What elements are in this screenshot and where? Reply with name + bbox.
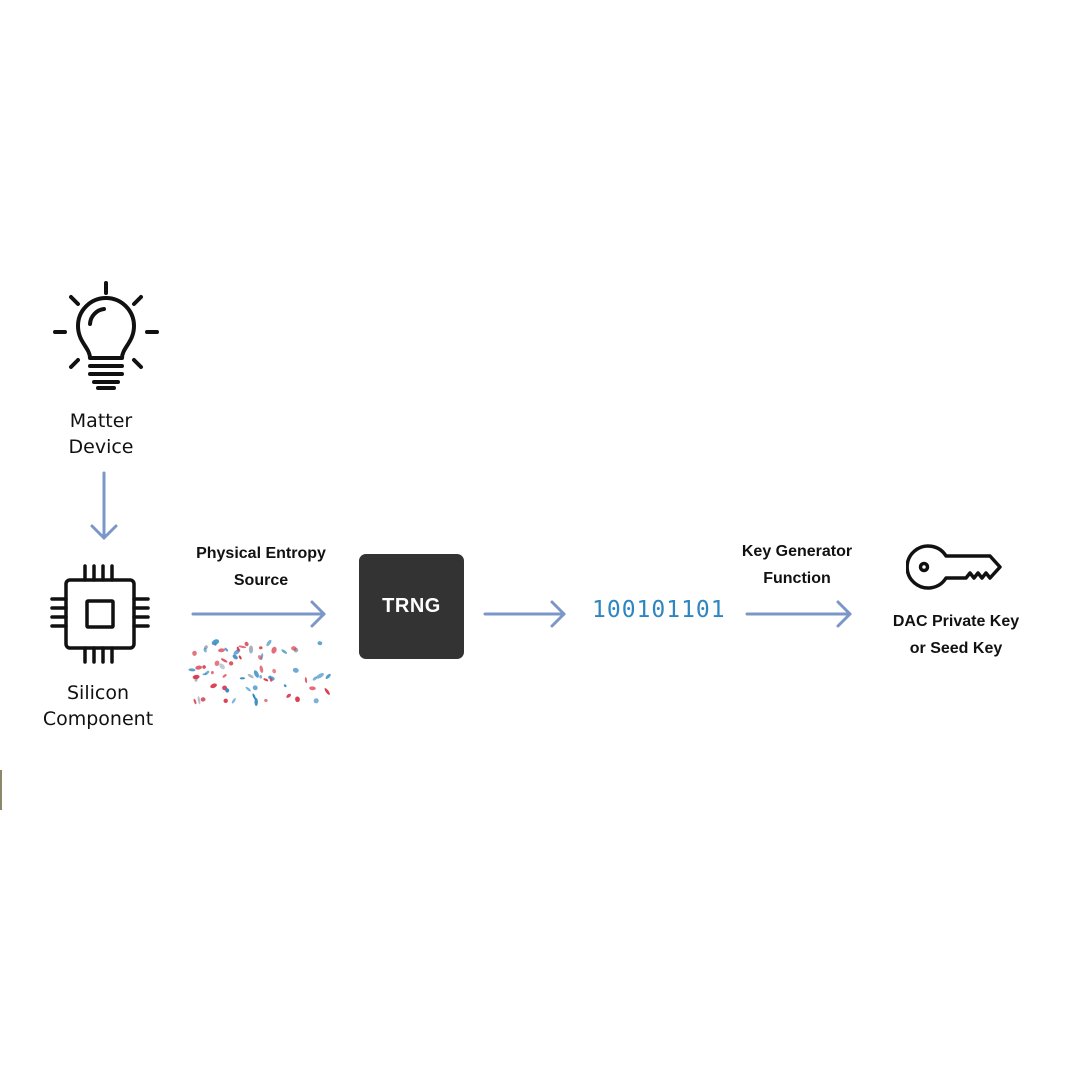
entropy-particle (222, 674, 227, 678)
entropy-particle (197, 696, 201, 705)
entropy-particle (269, 678, 273, 682)
entropy-particle (193, 698, 197, 705)
entropy-particle (264, 698, 268, 703)
entropy-particle (224, 647, 229, 652)
entropy-source-line1: Physical Entropy (196, 545, 326, 562)
dac-key-label: DAC Private Key or Seed Key (880, 608, 1032, 662)
entropy-particle (211, 639, 220, 646)
entropy-particle (231, 698, 236, 704)
trng-box: TRNG (359, 554, 464, 659)
entropy-source-label: Physical Entropy Source (186, 540, 336, 594)
entropy-particle (253, 670, 259, 678)
silicon-component-label: Silicon Component (28, 680, 168, 732)
matter-device-line1: Matter (69, 410, 133, 432)
entropy-particle (236, 646, 240, 652)
entropy-particle (317, 641, 323, 646)
entropy-particle (304, 677, 308, 684)
entropy-particle (210, 683, 217, 689)
entropy-particle (219, 663, 225, 670)
entropy-particle (324, 688, 330, 695)
entropy-particle (192, 674, 200, 680)
key-generator-line2: Function (763, 570, 831, 587)
down-arrow (90, 471, 118, 540)
entropy-particle (313, 698, 319, 704)
entropy-particle (220, 658, 228, 663)
entropy-particle (238, 645, 247, 649)
entropy-particle (257, 655, 262, 660)
entropy-particle (325, 673, 331, 679)
entropy-particle (266, 639, 272, 647)
entropy-particle (254, 698, 258, 706)
trng-label: TRNG (382, 595, 441, 617)
entropy-particle (188, 668, 196, 672)
entropy-particle (245, 686, 251, 692)
entropy-particle (291, 646, 297, 651)
dac-key-line2: or Seed Key (909, 640, 1003, 657)
entropy-particle (259, 675, 263, 679)
key-icon (906, 544, 1002, 590)
arrow-to-trng (191, 600, 326, 628)
entropy-particle (202, 673, 207, 676)
entropy-particle (272, 668, 277, 674)
entropy-particle (238, 655, 242, 660)
silicon-component-line2: Component (42, 708, 154, 730)
entropy-particle (252, 693, 256, 700)
arrow-to-bits (483, 600, 566, 628)
matter-device-line2: Device (68, 436, 134, 458)
entropy-particle (292, 667, 299, 673)
entropy-particle (286, 693, 292, 698)
key-generator-line1: Key Generator (741, 543, 853, 560)
lightbulb-icon (53, 281, 159, 390)
entropy-particle (247, 673, 254, 679)
entropy-particle (295, 696, 300, 703)
entropy-particle (192, 650, 197, 656)
left-edge-line (0, 770, 2, 810)
entropy-particle (248, 645, 254, 654)
key-generator-label: Key Generator Function (727, 538, 867, 592)
arrow-to-key (745, 600, 852, 628)
entropy-source-line2: Source (233, 572, 289, 589)
entropy-particles (188, 639, 331, 706)
entropy-particle (283, 684, 287, 688)
entropy-particle (263, 678, 269, 682)
entropy-particle (218, 648, 225, 653)
entropy-particle (312, 676, 318, 681)
entropy-particle (225, 688, 230, 693)
entropy-particle (259, 665, 264, 673)
entropy-particle (202, 665, 206, 669)
entropy-particle (203, 648, 207, 653)
microchip-icon (50, 564, 150, 664)
dac-key-line1: DAC Private Key (892, 613, 1020, 630)
entropy-particle (195, 665, 203, 670)
silicon-component-line1: Silicon (66, 682, 129, 704)
entropy-particle (281, 649, 288, 654)
entropy-particle (252, 685, 258, 691)
random-bits-value: 100101101 (592, 597, 726, 623)
matter-device-label: Matter Device (36, 408, 166, 460)
entropy-particle (259, 646, 263, 650)
entropy-particle (228, 661, 234, 666)
entropy-particle (200, 697, 206, 702)
entropy-particle (244, 641, 249, 647)
entropy-particle (210, 671, 214, 675)
entropy-particle (214, 660, 220, 666)
entropy-particle (223, 698, 228, 704)
entropy-particle (232, 654, 238, 660)
entropy-particle (271, 646, 277, 654)
entropy-particle (316, 672, 324, 679)
entropy-particle (239, 677, 246, 680)
entropy-particle (309, 686, 316, 691)
